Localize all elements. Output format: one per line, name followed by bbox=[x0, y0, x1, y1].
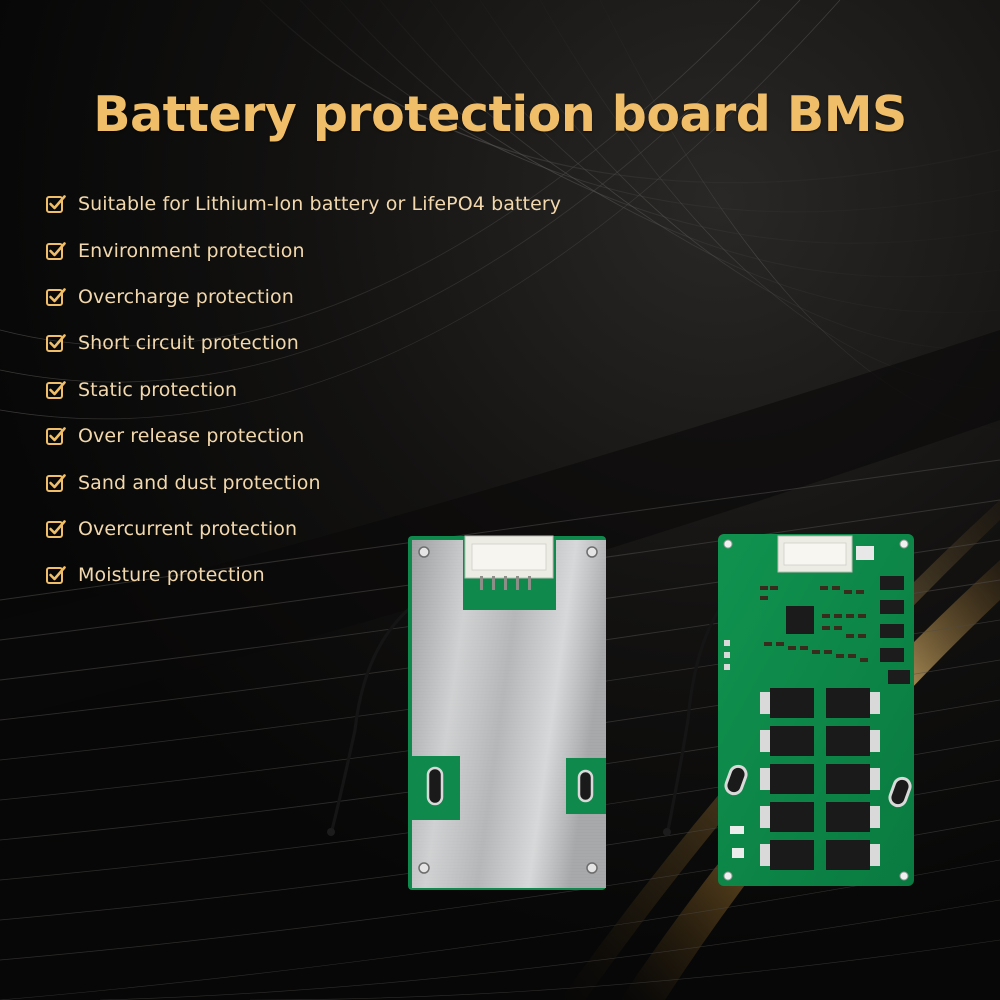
bms-board-heatsink-image bbox=[327, 535, 606, 890]
feature-item: Environment protection bbox=[45, 227, 561, 273]
feature-item: Sand and dust protection bbox=[45, 459, 561, 505]
checkbox-check-icon bbox=[46, 288, 66, 306]
checkbox-check-icon bbox=[46, 427, 66, 446]
feature-label: Overcharge protection bbox=[78, 285, 294, 308]
checkbox-check-icon bbox=[46, 380, 66, 399]
checkbox-check-icon bbox=[46, 473, 66, 492]
feature-item: Short circuit protection bbox=[45, 320, 561, 366]
feature-label: Suitable for Lithium-Ion battery or Life… bbox=[78, 193, 562, 216]
feature-item: Over release protection bbox=[45, 413, 561, 459]
feature-label: Sand and dust protection bbox=[78, 471, 321, 494]
feature-list: Suitable for Lithium-Ion battery or Life… bbox=[45, 181, 561, 599]
feature-item: Overcharge protection bbox=[45, 274, 561, 320]
checkbox-check-icon bbox=[46, 195, 66, 214]
feature-label: Moisture protection bbox=[78, 564, 265, 587]
feature-item: Overcurrent protection bbox=[45, 506, 561, 552]
checkbox-check-icon bbox=[46, 566, 66, 585]
checkbox-check-icon bbox=[46, 241, 66, 260]
feature-label: Overcurrent protection bbox=[78, 517, 298, 540]
feature-label: Over release protection bbox=[78, 425, 305, 448]
bms-board-components-image bbox=[663, 534, 914, 886]
checkbox-check-icon bbox=[46, 520, 66, 538]
feature-label: Short circuit protection bbox=[78, 332, 299, 355]
page-title: Battery protection board BMS bbox=[93, 85, 907, 143]
feature-item: Static protection bbox=[45, 367, 561, 413]
feature-label: Static protection bbox=[78, 378, 238, 401]
checkbox-check-icon bbox=[46, 334, 66, 353]
feature-item: Moisture protection bbox=[45, 552, 561, 598]
feature-item: Suitable for Lithium-Ion battery or Life… bbox=[45, 181, 561, 227]
feature-label: Environment protection bbox=[78, 239, 305, 262]
